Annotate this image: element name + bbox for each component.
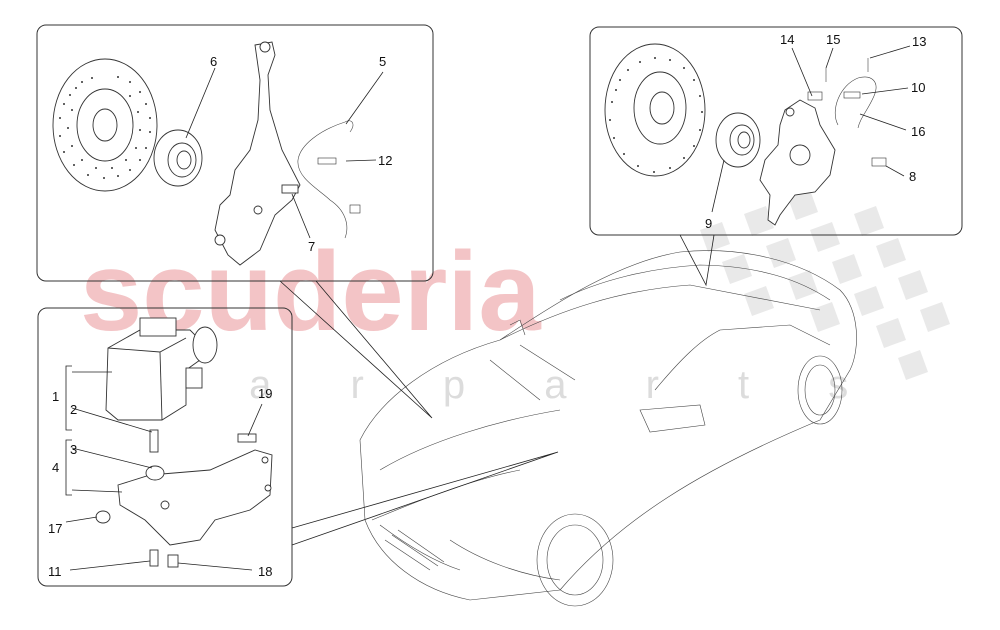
callout-8: 8 [909, 169, 916, 184]
front-bolt [281, 184, 299, 194]
front-wheel-hub [153, 129, 203, 187]
rear-hub-carrier [759, 99, 836, 226]
callout-6: 6 [210, 54, 217, 69]
abs-panel [37, 307, 293, 587]
rear-abs-sensor [807, 58, 887, 167]
front-brake-panel [36, 24, 434, 282]
rear-brake-panel [589, 26, 963, 236]
rear-brake-disc [604, 43, 706, 177]
callout-11: 11 [48, 564, 62, 579]
front-callout-leaders [185, 67, 384, 239]
callout-10: 10 [911, 80, 925, 95]
callout-17: 17 [48, 521, 62, 536]
callout-13: 13 [912, 34, 926, 49]
callout-12: 12 [378, 153, 392, 168]
callout-4: 4 [52, 460, 59, 475]
rear-wheel-hub [715, 112, 761, 168]
front-brake-disc [52, 58, 158, 192]
front-steering-knuckle [214, 41, 301, 266]
abs-small-parts [95, 429, 257, 568]
callout-3: 3 [70, 442, 77, 457]
car-outline [359, 250, 857, 607]
callout-14: 14 [780, 32, 794, 47]
abs-modulator-unit [105, 317, 218, 421]
abs-group-brackets [65, 365, 263, 571]
watermark-sub: c a r p a r t s [150, 363, 882, 407]
panel-pointers [279, 234, 715, 546]
callout-1: 1 [52, 389, 59, 404]
callout-9: 9 [705, 216, 712, 231]
callout-15: 15 [826, 32, 840, 47]
callout-19: 19 [258, 386, 272, 401]
callout-7: 7 [308, 239, 315, 254]
checkered-flag-watermark [700, 190, 950, 380]
abs-mounting-bracket [117, 449, 273, 546]
callout-2: 2 [70, 402, 77, 417]
front-abs-sensor [297, 120, 361, 239]
rear-callout-leaders [711, 45, 911, 213]
callout-5: 5 [379, 54, 386, 69]
callout-18: 18 [258, 564, 272, 579]
callout-16: 16 [911, 124, 925, 139]
